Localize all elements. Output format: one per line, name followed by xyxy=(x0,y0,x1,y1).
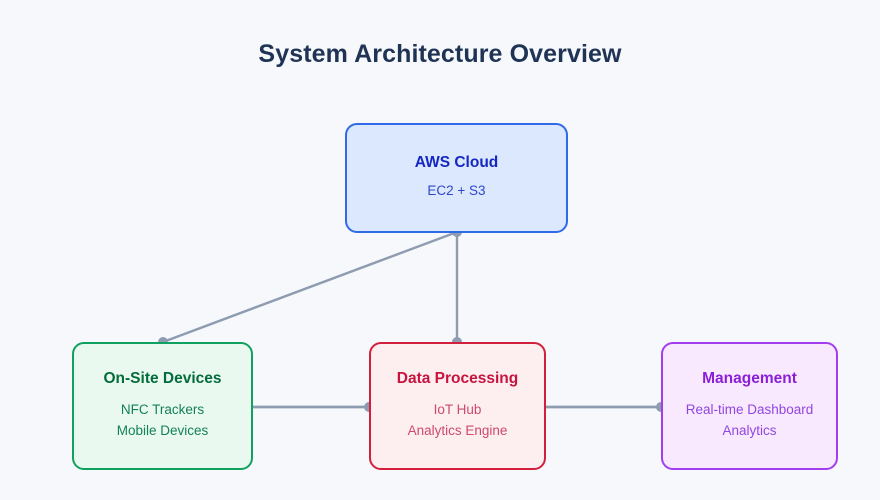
node-aws-cloud-title: AWS Cloud xyxy=(414,153,499,171)
node-data-processing-subtitle: IoT Hub Analytics Engine xyxy=(408,399,508,443)
edge-aws-cloud-to-on-site-devices xyxy=(158,227,462,347)
node-management-subtitle-line-1: Real-time Dashboard xyxy=(685,401,814,417)
page-title: System Architecture Overview xyxy=(258,40,622,68)
node-on-site-devices-subtitle-line-2: Mobile Devices xyxy=(116,423,209,439)
node-management-subtitle-line-2: Analytics xyxy=(722,423,777,439)
node-data-processing[interactable]: Data Processing IoT Hub Analytics Engine xyxy=(369,342,546,470)
node-on-site-devices[interactable]: On-Site Devices NFC Trackers Mobile Devi… xyxy=(72,342,253,470)
node-on-site-devices-subtitle: NFC Trackers Mobile Devices xyxy=(117,399,209,443)
node-aws-cloud-subtitle: EC2 + S3 xyxy=(427,180,485,202)
node-management-subtitle: Real-time Dashboard Analytics xyxy=(686,399,814,443)
node-on-site-devices-title: On-Site Devices xyxy=(103,369,222,387)
edge-on-site-devices-to-data-processing xyxy=(253,402,374,412)
node-management[interactable]: Management Real-time Dashboard Analytics xyxy=(661,342,838,470)
node-aws-cloud-subtitle-line-1: EC2 + S3 xyxy=(427,183,486,199)
node-management-title: Management xyxy=(702,369,797,387)
node-data-processing-title: Data Processing xyxy=(396,369,519,387)
node-on-site-devices-subtitle-line-1: NFC Trackers xyxy=(120,401,205,417)
edge-data-processing-to-management xyxy=(546,402,666,412)
node-data-processing-subtitle-line-2: Analytics Engine xyxy=(407,423,508,439)
node-aws-cloud[interactable]: AWS Cloud EC2 + S3 xyxy=(345,123,568,233)
edge-aws-cloud-to-data-processing xyxy=(452,232,462,347)
node-data-processing-subtitle-line-1: IoT Hub xyxy=(433,401,482,417)
